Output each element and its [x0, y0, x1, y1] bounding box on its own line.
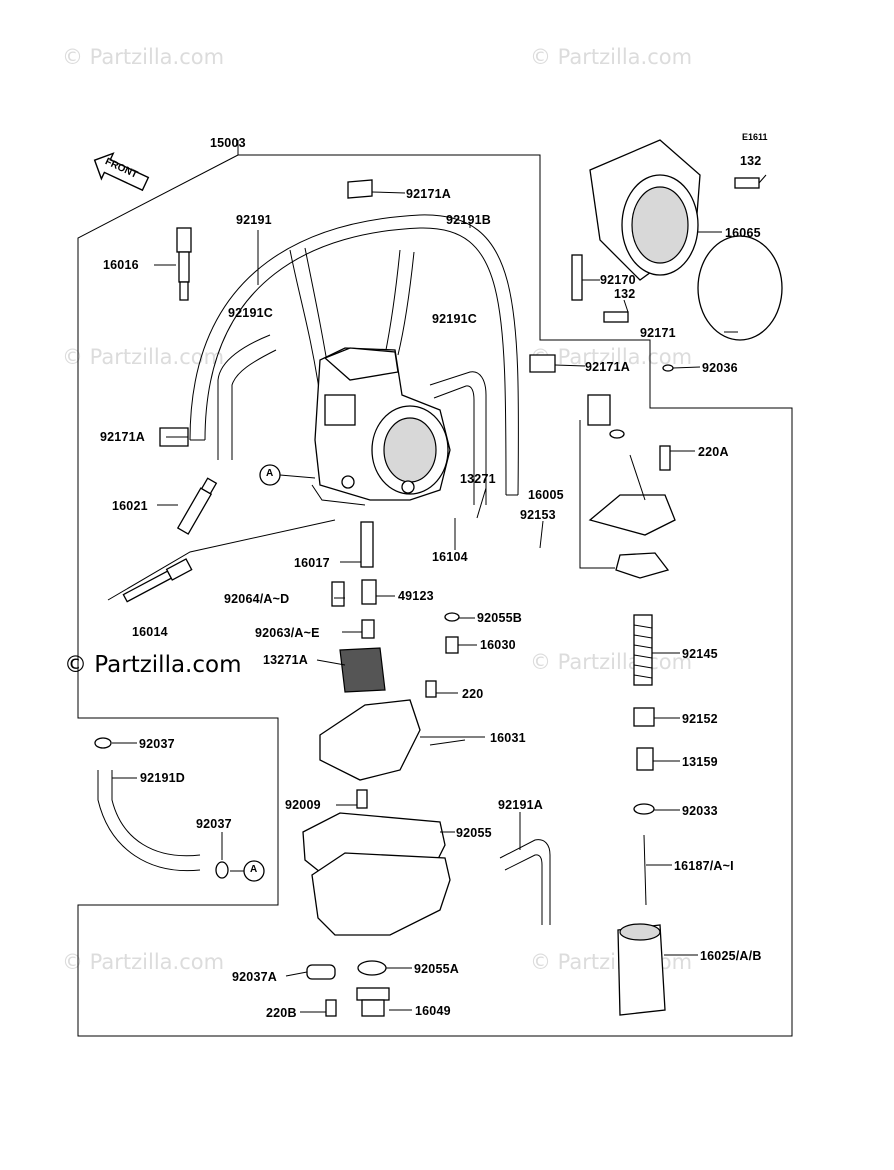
part-label-92055B: 92055B	[477, 611, 522, 625]
part-label-16014: 16014	[132, 625, 168, 639]
part-label-92191: 92191	[236, 213, 272, 227]
diagram-code: E1611	[742, 132, 768, 142]
clip-92171A-top	[347, 179, 373, 199]
part-92055A	[357, 960, 387, 976]
watermark: © Partzilla.com	[530, 950, 693, 974]
part-92037-b	[215, 861, 229, 879]
part-label-92063: 92063/A~E	[255, 626, 320, 640]
part-16016	[176, 227, 192, 301]
part-16014	[122, 558, 193, 603]
part-label-92171A: 92171A	[100, 430, 145, 444]
watermark-strong: © Partzilla.com	[64, 652, 242, 678]
part-label-92191D: 92191D	[140, 771, 185, 785]
part-16005	[587, 394, 676, 579]
part-label-16104: 16104	[432, 550, 468, 564]
part-label-220: 220	[462, 687, 484, 701]
float-bowl	[311, 852, 451, 936]
part-13271A	[339, 647, 386, 693]
part-label-13271: 13271	[460, 472, 496, 486]
part-92152	[633, 707, 655, 727]
part-label-16005: 16005	[528, 488, 564, 502]
part-label-220B: 220B	[266, 1006, 297, 1020]
part-label-92055: 92055	[456, 826, 492, 840]
part-92037	[94, 737, 112, 749]
part-label-92191A: 92191A	[498, 798, 543, 812]
carburetor-body	[311, 347, 451, 506]
part-label-16031: 16031	[490, 731, 526, 745]
leader-lines	[112, 140, 767, 1013]
part-16030	[445, 636, 459, 654]
part-label-92033: 92033	[682, 804, 718, 818]
part-label-16021: 16021	[112, 499, 148, 513]
part-label-16049: 16049	[415, 1004, 451, 1018]
callout-a-label: A	[266, 468, 274, 479]
part-13159	[636, 747, 654, 771]
part-label-92152: 92152	[682, 712, 718, 726]
part-label-13271A: 13271A	[263, 653, 308, 667]
part-label-49123: 49123	[398, 589, 434, 603]
part-92064	[331, 581, 345, 607]
part-label-92055A: 92055A	[414, 962, 459, 976]
part-92171	[697, 235, 783, 341]
part-label-16016: 16016	[103, 258, 139, 272]
part-49123	[361, 579, 377, 605]
part-16021	[176, 477, 218, 535]
part-label-16065: 16065	[725, 226, 761, 240]
part-label-132: 132	[740, 154, 762, 168]
intake-boot	[589, 139, 701, 281]
part-label-92037A: 92037A	[232, 970, 277, 984]
part-label-92009: 92009	[285, 798, 321, 812]
front-arrow-icon	[93, 152, 150, 192]
part-label-16030: 16030	[480, 638, 516, 652]
part-label-132: 132	[614, 287, 636, 301]
watermark: © Partzilla.com	[530, 45, 693, 69]
part-label-13159: 13159	[682, 755, 718, 769]
watermark: © Partzilla.com	[62, 45, 225, 69]
part-label-92191C: 92191C	[432, 312, 477, 326]
part-label-92064: 92064/A~D	[224, 592, 290, 606]
part-label-92171A: 92171A	[585, 360, 630, 374]
part-label-16017: 16017	[294, 556, 330, 570]
part-220	[425, 680, 437, 698]
part-220B	[325, 999, 337, 1017]
part-92055B	[444, 612, 460, 622]
clip-92171A-mid	[529, 354, 556, 373]
part-16031	[319, 699, 466, 781]
part-label-92153: 92153	[520, 508, 556, 522]
part-16017	[360, 521, 374, 568]
part-label-220A: 220A	[698, 445, 729, 459]
part-92009	[356, 789, 368, 809]
part-92036	[662, 364, 674, 372]
part-label-92191B: 92191B	[446, 213, 491, 227]
watermark: © Partzilla.com	[530, 650, 693, 674]
assembly-outline	[77, 154, 793, 1037]
part-132-b	[603, 311, 629, 323]
part-92033	[633, 803, 655, 815]
part-132	[734, 177, 760, 189]
callout-a-label: A	[250, 864, 258, 875]
part-label-92171: 92171	[640, 326, 676, 340]
part-label-92037: 92037	[196, 817, 232, 831]
part-16187	[643, 834, 647, 906]
part-92170	[571, 254, 583, 301]
part-label-92036: 92036	[702, 361, 738, 375]
part-label-92170: 92170	[600, 273, 636, 287]
part-label-16187: 16187/A~I	[674, 859, 734, 873]
part-label-92145: 92145	[682, 647, 718, 661]
part-220A	[659, 445, 671, 471]
watermark: © Partzilla.com	[62, 345, 225, 369]
part-label-92037: 92037	[139, 737, 175, 751]
part-label-92191C: 92191C	[228, 306, 273, 320]
part-label-16025: 16025/A/B	[700, 949, 762, 963]
part-label-92171A: 92171A	[406, 187, 451, 201]
part-92037A	[306, 964, 336, 980]
part-92063	[361, 619, 375, 639]
part-16049	[356, 987, 390, 1017]
watermark: © Partzilla.com	[62, 950, 225, 974]
part-label-15003: 15003	[210, 136, 246, 150]
